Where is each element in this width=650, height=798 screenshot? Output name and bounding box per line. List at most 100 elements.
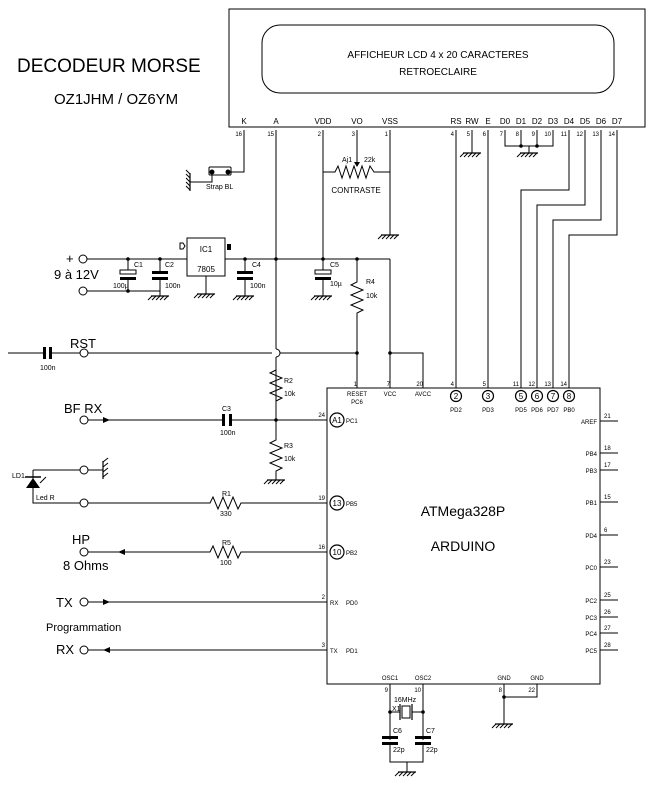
lcd-pin-name: VSS bbox=[382, 117, 398, 126]
mcu-pin-name: PB1 bbox=[586, 501, 598, 507]
mcu-pin-number: 27 bbox=[604, 626, 611, 632]
lcd-pin-name: A bbox=[273, 117, 279, 126]
arduino-pin-number: A1 bbox=[332, 416, 342, 425]
mcu-pin-name: VCC bbox=[384, 392, 397, 398]
lcd-pin-name: RW bbox=[465, 117, 479, 126]
bfrx-label: BF RX bbox=[64, 401, 103, 416]
lcd-subtitle: RETROECLAIRE bbox=[399, 67, 477, 78]
trimmer-label: CONTRASTE bbox=[331, 186, 380, 195]
mcu-pin-number: 13 bbox=[544, 382, 551, 388]
tx-label: TX bbox=[56, 595, 73, 610]
c1-ref: C1 bbox=[134, 262, 143, 269]
mcu-pin-name: PB3 bbox=[586, 469, 598, 475]
lcd-pin-number: 12 bbox=[576, 132, 583, 138]
rx-label: RX bbox=[56, 642, 74, 657]
mcu-pins: 1RESET7VCC20AVCCPC642PD253PD3115PD5126PD… bbox=[318, 382, 618, 694]
lcd-pin-name: E bbox=[485, 117, 490, 126]
arduino-pin-number: 5 bbox=[519, 392, 524, 401]
mcu-pin-number: 15 bbox=[604, 495, 611, 501]
mcu-pin-number: 5 bbox=[483, 382, 487, 388]
lcd-pin-name: RS bbox=[450, 117, 461, 126]
mcu-alias: ARDUINO bbox=[431, 538, 496, 554]
r5-ref: R5 bbox=[222, 540, 231, 547]
lcd-pin-number: 8 bbox=[516, 132, 520, 138]
pin-marker-circle bbox=[546, 389, 560, 403]
mcu-pin-name: PC2 bbox=[585, 599, 597, 605]
arduino-pin-number: 10 bbox=[333, 548, 342, 557]
trimmer-ref: Aj1 bbox=[342, 157, 352, 164]
programmation-label: Programmation bbox=[46, 622, 121, 634]
lcd-pin-number: 2 bbox=[318, 132, 322, 138]
pin-marker-circle bbox=[514, 389, 528, 403]
mcu-pin-name: PC5 bbox=[585, 649, 597, 655]
mcu-pin-number: 26 bbox=[604, 610, 611, 616]
r1-ref: R1 bbox=[222, 491, 231, 498]
c6-ref: C6 bbox=[393, 728, 402, 735]
lcd-pin-number: 10 bbox=[544, 132, 551, 138]
lcd-pin-name: D7 bbox=[612, 117, 623, 126]
r2-ref: R2 bbox=[284, 378, 293, 385]
mcu-pin-number: 14 bbox=[560, 382, 567, 388]
mcu-pin-name: RESET bbox=[347, 392, 367, 398]
lcd-pin-number: 16 bbox=[235, 132, 242, 138]
lcd-pin-number: 13 bbox=[592, 132, 599, 138]
mcu-pin-number: 24 bbox=[318, 413, 325, 419]
lcd-pin-name: VO bbox=[351, 117, 363, 126]
lcd-pin-name: VDD bbox=[315, 117, 332, 126]
mcu-pin-number: 2 bbox=[322, 595, 326, 601]
mcu-pin-name: PB5 bbox=[346, 502, 358, 508]
mcu-pin-number: 18 bbox=[604, 446, 611, 452]
mcu-pin-number: 23 bbox=[604, 560, 611, 566]
mcu-pin-number: 1 bbox=[354, 382, 358, 388]
mcu-pin-name: PD2 bbox=[450, 408, 462, 414]
lcd-pin-name: D0 bbox=[500, 117, 511, 126]
pin-marker-circle bbox=[329, 544, 345, 560]
mcu-pin-name: GND bbox=[530, 676, 544, 682]
lcd-pin-number: 9 bbox=[532, 132, 536, 138]
mcu-pin-number: 4 bbox=[451, 382, 455, 388]
pin-marker-circle bbox=[329, 495, 345, 511]
arduino-pin-number: 13 bbox=[333, 499, 342, 508]
mcu-pin-name: OSC2 bbox=[415, 676, 432, 682]
r4-value: 10k bbox=[366, 293, 378, 300]
regulator-ic1: IC1 7805 bbox=[179, 237, 231, 299]
hp-impedance: 8 Ohms bbox=[63, 558, 109, 573]
r3-ref: R3 bbox=[284, 443, 293, 450]
mcu-pin-number: 9 bbox=[385, 688, 389, 694]
c2-value: 100n bbox=[165, 283, 181, 290]
mcu-pin-name: PD4 bbox=[585, 534, 597, 540]
led-ref: LD1 bbox=[12, 473, 25, 480]
rst-label: RST bbox=[70, 336, 96, 351]
c5-value: 10µ bbox=[330, 281, 342, 288]
lcd-pin-name: D1 bbox=[516, 117, 527, 126]
lcd-pin-number: 11 bbox=[561, 132, 568, 138]
lcd-pin-name: K bbox=[241, 117, 247, 126]
c4-value: 100n bbox=[250, 283, 266, 290]
lcd-pin-name: D4 bbox=[564, 117, 575, 126]
trimmer-aj1: Aj1 22k CONTRASTE bbox=[323, 157, 390, 195]
r2-value: 10k bbox=[284, 391, 296, 398]
mcu-pin-name: AREF bbox=[581, 420, 597, 426]
lcd-pin-number: 4 bbox=[451, 132, 455, 138]
crystal-value: 16MHz bbox=[394, 697, 417, 704]
arduino-pin-number: 3 bbox=[486, 392, 491, 401]
mcu-pin-name: PC0 bbox=[585, 566, 597, 572]
mcu-name: ATMega328P bbox=[421, 503, 506, 519]
hp-label: HP bbox=[72, 532, 90, 547]
c1-value: 100µ bbox=[113, 283, 129, 290]
schematic-title: DECODEUR MORSE bbox=[17, 56, 201, 77]
c6-value: 22p bbox=[393, 747, 405, 754]
mcu-pin-number: 10 bbox=[414, 688, 421, 694]
lcd-pin-name: D3 bbox=[548, 117, 559, 126]
mcu-pin-number: 16 bbox=[318, 545, 325, 551]
mcu-pin-name: PB4 bbox=[586, 452, 598, 458]
arduino-pin-number: 7 bbox=[551, 392, 556, 401]
mcu-pin-name: PC3 bbox=[585, 616, 597, 622]
mcu-pin-number: 21 bbox=[604, 414, 611, 420]
pin-marker-circle bbox=[562, 389, 576, 403]
mcu-pin-number: 8 bbox=[499, 688, 503, 694]
mcu-pin-number: 7 bbox=[387, 382, 391, 388]
supply-voltage: 9 à 12V bbox=[54, 267, 99, 282]
c7-value: 22p bbox=[426, 747, 438, 754]
